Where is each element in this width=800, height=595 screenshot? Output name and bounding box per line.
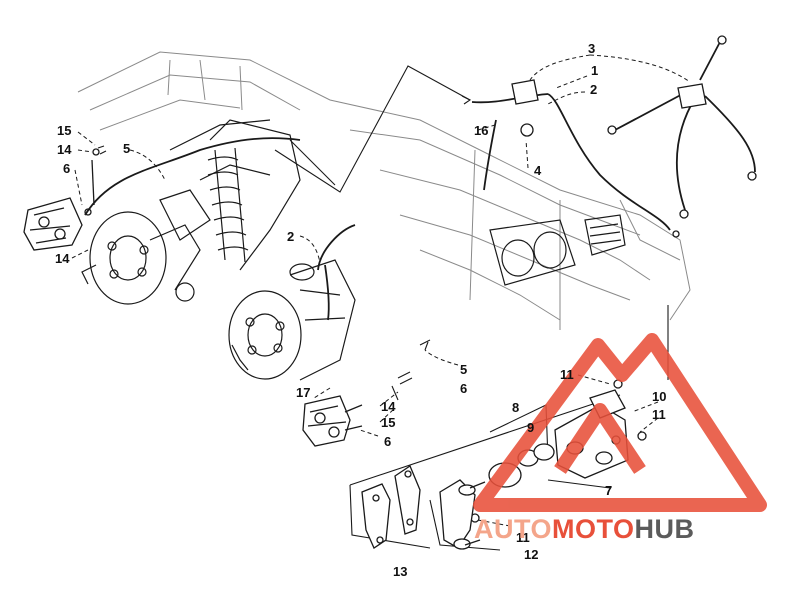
- callout-9: 9: [527, 420, 535, 435]
- watermark-part-hub: HUB: [634, 514, 695, 544]
- left-brake-rotor: [81, 211, 201, 305]
- callout-1: 1: [591, 63, 599, 78]
- chassis-frame: [77, 51, 691, 330]
- callout-5-right: 5: [460, 362, 468, 377]
- callout-10: 10: [652, 389, 667, 404]
- right-brake-rotor: [228, 259, 356, 381]
- callout-11-mid: 11: [652, 407, 666, 422]
- watermark-part-auto: AUTO: [474, 514, 553, 544]
- mounting-bracket-13: [361, 465, 421, 549]
- callout-15-left: 15: [57, 123, 72, 138]
- callout-14-right: 14: [381, 399, 396, 414]
- mounting-bracket-12: [439, 479, 486, 550]
- leader-lines: [71, 54, 691, 527]
- callout-6-bottom: 6: [384, 434, 392, 449]
- callout-6-right: 6: [460, 381, 468, 396]
- callout-3-top: 3: [588, 41, 596, 56]
- callout-17: 17: [296, 385, 311, 400]
- callout-11-upper: 11: [560, 367, 574, 382]
- direction-arrows: [274, 65, 472, 193]
- watermark-part-moto: MOTO: [552, 514, 635, 544]
- bolts: [97, 145, 431, 401]
- callout-15-right: 15: [381, 415, 396, 430]
- automotohub-watermark: AUTOMOTOHUB: [474, 516, 695, 543]
- callout-4: 4: [534, 163, 542, 178]
- callout-5-left: 5: [123, 141, 131, 156]
- front-suspension: [159, 119, 301, 302]
- callout-2-top: 2: [590, 82, 598, 97]
- callout-2-mid: 2: [287, 229, 295, 244]
- callout-6-left: 6: [63, 161, 71, 176]
- callout-8: 8: [512, 400, 520, 415]
- watermark-logo-triangle: [473, 333, 767, 512]
- callout-11-lower: 11: [516, 530, 530, 545]
- callout-13: 13: [393, 564, 408, 579]
- left-caliper: [23, 148, 100, 251]
- brake-tee-block: [511, 35, 757, 238]
- right-caliper: [302, 395, 363, 447]
- callout-14-left: 14: [57, 142, 72, 157]
- headlight-housing: [489, 214, 626, 286]
- callout-16: 16: [474, 123, 489, 138]
- callout-7: 7: [605, 483, 613, 498]
- callout-12: 12: [524, 547, 539, 562]
- brake-lines: [84, 41, 756, 321]
- callout-14-lower-left: 14: [55, 251, 70, 266]
